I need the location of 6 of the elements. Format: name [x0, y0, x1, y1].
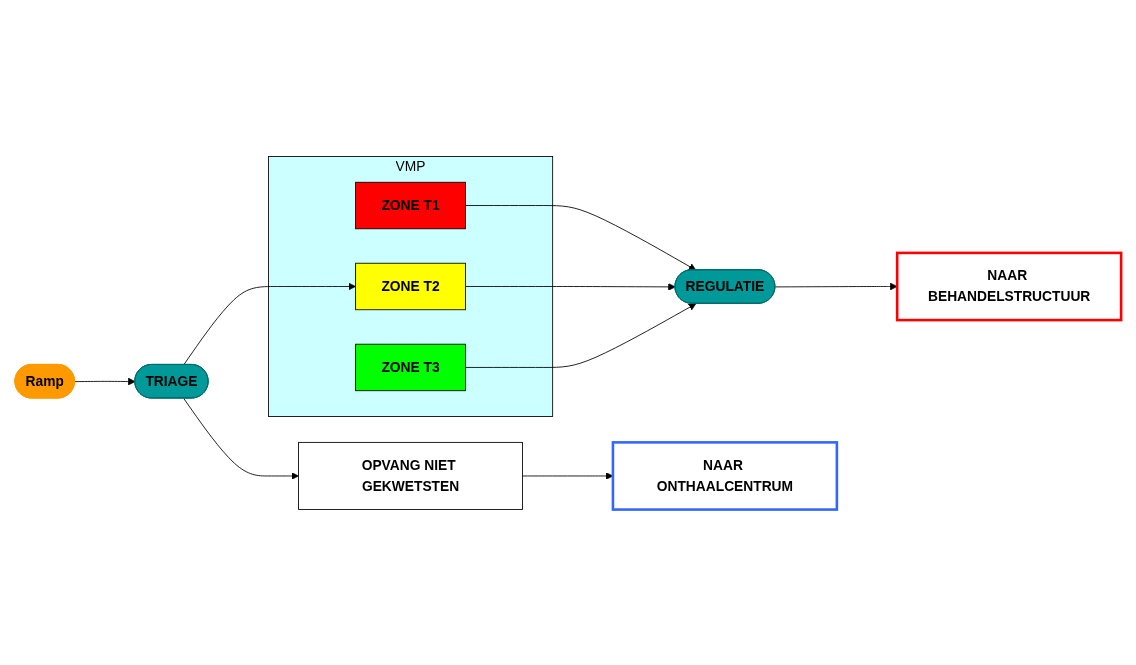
node-box: NAAR ONTHAALCENTRUM: [611, 440, 839, 511]
node-box: NAAR BEHANDELSTRUCTUUR: [895, 251, 1123, 321]
node-box: ZONE T2: [355, 262, 466, 310]
node-box: ZONE T3: [355, 343, 466, 391]
node-box: OPVANG NIET GEKWETSTEN: [298, 441, 523, 510]
node-box: ZONE T1: [355, 181, 466, 229]
